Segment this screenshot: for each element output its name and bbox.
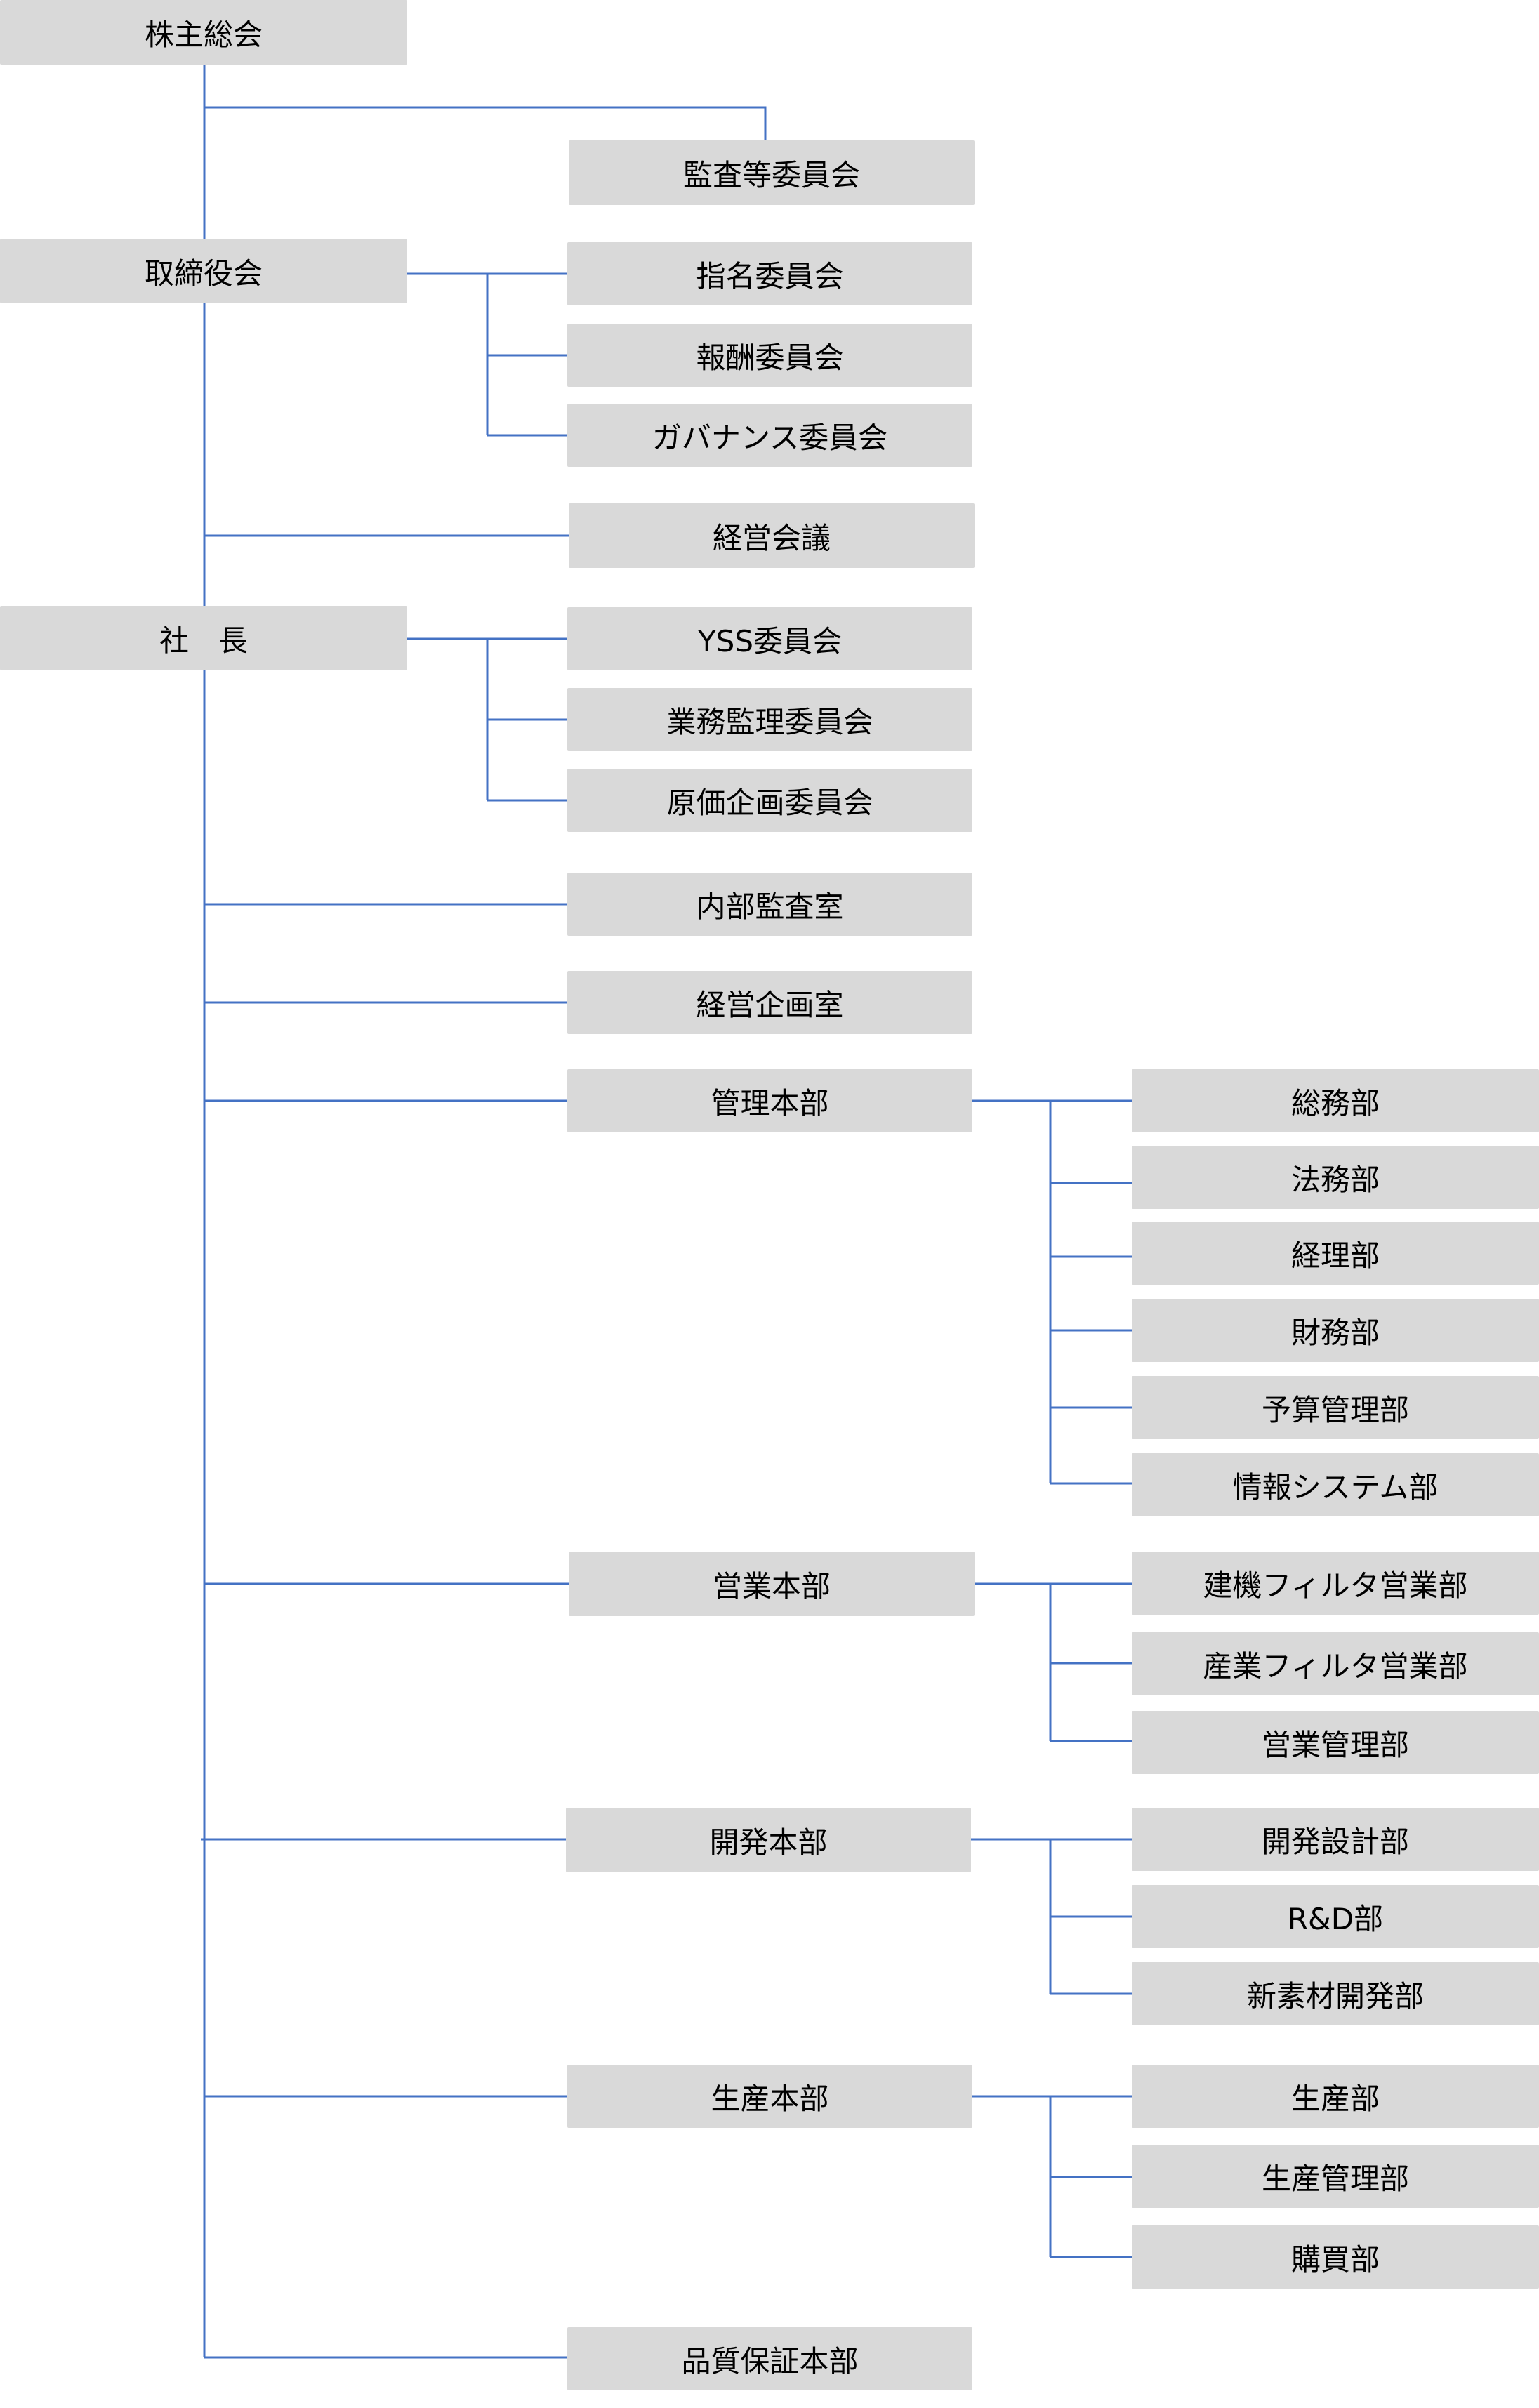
legal-box: 法務部 bbox=[1132, 1146, 1539, 1209]
management-meeting-box: 経営会議 bbox=[569, 503, 975, 568]
compensation-committee-box: 報酬委員会 bbox=[567, 324, 972, 387]
production-box: 生産部 bbox=[1132, 2065, 1539, 2128]
budget-management-box: 予算管理部 bbox=[1132, 1376, 1539, 1439]
audit-committee-connector bbox=[204, 106, 767, 140]
governance-committee-box: ガバナンス委員会 bbox=[567, 404, 972, 467]
finance-box: 財務部 bbox=[1132, 1299, 1539, 1362]
accounting-box: 経理部 bbox=[1132, 1222, 1539, 1285]
information-systems-box: 情報システム部 bbox=[1132, 1453, 1539, 1516]
business-audit-committee-box: 業務監理委員会 bbox=[567, 688, 972, 751]
nomination-committee-box: 指名委員会 bbox=[567, 242, 972, 305]
general-affairs-box: 総務部 bbox=[1132, 1069, 1539, 1132]
shareholders-meeting-box: 株主総会 bbox=[0, 0, 407, 65]
cost-planning-committee-box: 原価企画委員会 bbox=[567, 769, 972, 832]
development-division-box: 開発本部 bbox=[566, 1808, 971, 1872]
board-of-directors-box: 取締役会 bbox=[0, 239, 407, 303]
quality-assurance-division-box: 品質保証本部 bbox=[567, 2327, 972, 2390]
yss-committee-box: YSS委員会 bbox=[567, 607, 972, 670]
corporate-planning-office-box: 経営企画室 bbox=[567, 971, 972, 1034]
production-management-box: 生産管理部 bbox=[1132, 2145, 1539, 2208]
sales-management-box: 営業管理部 bbox=[1132, 1711, 1539, 1774]
production-division-box: 生産本部 bbox=[567, 2065, 972, 2128]
development-design-box: 開発設計部 bbox=[1132, 1808, 1539, 1871]
sales-division-box: 営業本部 bbox=[569, 1552, 975, 1616]
construction-filter-sales-box: 建機フィルタ営業部 bbox=[1132, 1552, 1539, 1615]
industrial-filter-sales-box: 産業フィルタ営業部 bbox=[1132, 1632, 1539, 1695]
internal-audit-office-box: 内部監査室 bbox=[567, 873, 972, 936]
president-box: 社 長 bbox=[0, 606, 407, 670]
purchasing-box: 購買部 bbox=[1132, 2225, 1539, 2289]
audit-committee-box: 監査等委員会 bbox=[569, 140, 975, 205]
new-materials-development-box: 新素材開発部 bbox=[1132, 1962, 1539, 2025]
rnd-box: R&D部 bbox=[1132, 1885, 1539, 1948]
administration-division-box: 管理本部 bbox=[567, 1069, 972, 1132]
